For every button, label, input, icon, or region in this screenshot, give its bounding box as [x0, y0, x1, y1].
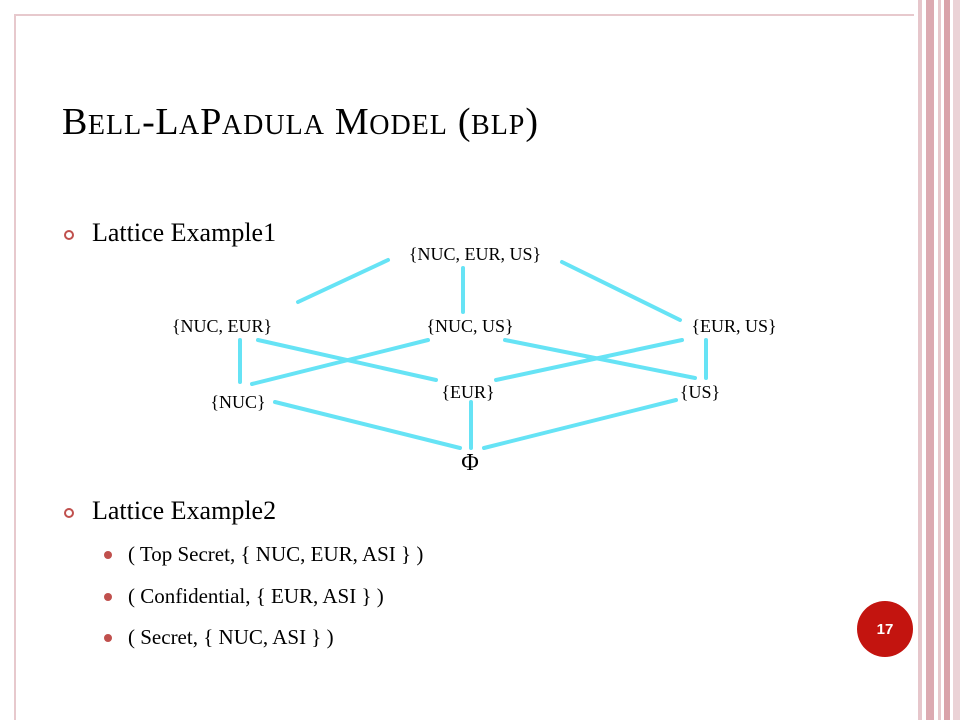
dot-bullet-icon	[104, 633, 112, 642]
ring-bullet-icon	[64, 230, 74, 240]
decor-stripe	[926, 0, 934, 720]
edge-nuceur-top	[296, 258, 390, 304]
frame-top-line	[14, 14, 914, 16]
page-number: 17	[876, 620, 894, 638]
decor-stripe	[944, 0, 950, 720]
sub-bullet-item: ( Secret, { NUC, ASI } )	[104, 625, 334, 650]
slide-title: BELL-LAPADULA MODEL (BLP)	[62, 101, 539, 143]
edge-eur-eurus	[494, 338, 684, 382]
sub-bullet-text: ( Secret, { NUC, ASI } )	[128, 625, 334, 649]
bullet-label: Lattice Example2	[92, 496, 277, 525]
frame-left-line	[14, 14, 16, 720]
node-nuc-us: {NUC, US}	[426, 316, 513, 336]
dot-bullet-icon	[104, 550, 112, 559]
decor-stripe	[953, 0, 960, 720]
node-nuc-eur: {NUC, EUR}	[172, 316, 272, 336]
node-nuc: {NUC}	[210, 392, 265, 412]
sub-bullet-item: ( Confidential, { EUR, ASI } )	[104, 584, 384, 609]
bullet-lattice-example1: Lattice Example1	[64, 218, 276, 248]
decor-stripe	[938, 0, 941, 720]
dot-bullet-icon	[104, 592, 112, 601]
edge-nuc-nucus	[250, 338, 430, 386]
edge-eurus-top	[560, 260, 682, 322]
edge-bottom-us	[482, 398, 678, 450]
sub-bullet-text: ( Confidential, { EUR, ASI } )	[128, 584, 384, 608]
bullet-label: Lattice Example1	[92, 218, 277, 247]
node-us: {US}	[680, 382, 720, 402]
page-number-badge: 17	[857, 601, 913, 657]
ring-bullet-icon	[64, 508, 74, 518]
bullet-lattice-example2: Lattice Example2	[64, 496, 276, 526]
sub-bullet-text: ( Top Secret, { NUC, EUR, ASI } )	[128, 542, 424, 566]
edge-bottom-nuc	[273, 400, 462, 450]
node-eur: {EUR}	[441, 382, 494, 402]
sub-bullet-item: ( Top Secret, { NUC, EUR, ASI } )	[104, 542, 423, 567]
node-nuc-eur-us: {NUC, EUR, US}	[409, 244, 541, 264]
node-eur-us: {EUR, US}	[691, 316, 776, 336]
node-empty-set: Φ	[461, 450, 479, 476]
decor-stripe	[918, 0, 922, 720]
